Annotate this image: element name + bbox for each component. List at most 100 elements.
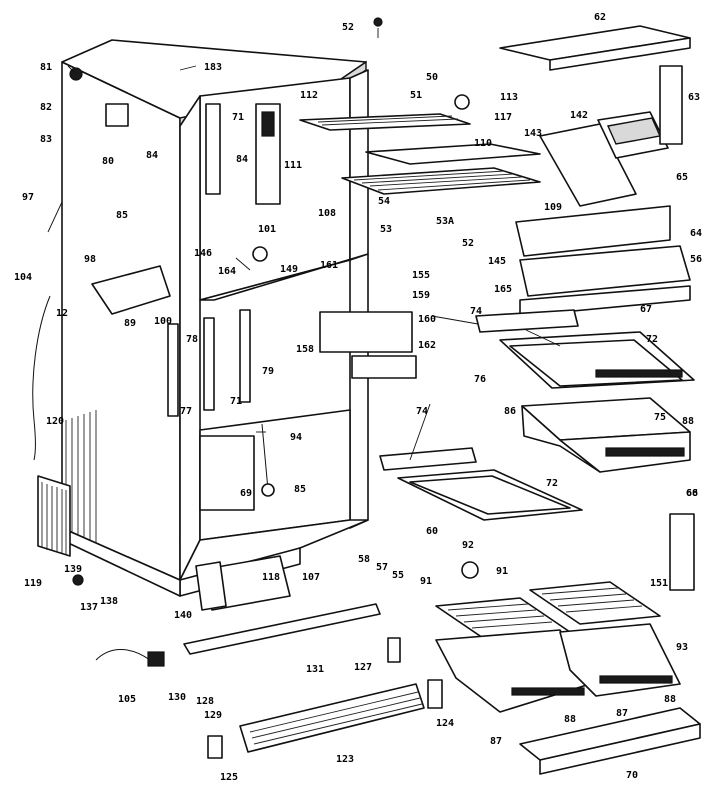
callout-139: 139	[64, 564, 82, 575]
temperature-control-housing	[255, 103, 281, 205]
callout-161: 161	[320, 260, 338, 271]
freezer-shelf-upper	[299, 113, 471, 131]
callout-63: 63	[688, 92, 700, 103]
callout-69: 69	[240, 488, 252, 499]
callout-87b: 87	[616, 708, 628, 719]
crisper-drawer-upper	[521, 397, 691, 473]
callout-82: 82	[40, 102, 52, 113]
glass-shelf-upper	[499, 331, 695, 389]
shelf-trim-74-upper	[475, 309, 579, 333]
top-hinge-cover	[499, 25, 691, 71]
callout-58: 58	[358, 554, 370, 565]
callout-leaders	[47, 28, 561, 461]
small-parts	[69, 17, 479, 759]
callout-75: 75	[654, 412, 666, 423]
callout-155: 155	[412, 270, 430, 281]
callout-100: 100	[154, 316, 172, 327]
callout-12: 12	[56, 308, 68, 319]
callout-98: 98	[84, 254, 96, 265]
callout-56: 56	[690, 254, 702, 265]
callout-72b: 72	[546, 478, 558, 489]
callout-113: 113	[500, 92, 518, 103]
callout-79: 79	[262, 366, 274, 377]
callout-149: 149	[280, 264, 298, 275]
callout-97: 97	[22, 192, 34, 203]
shelf-rails	[167, 103, 251, 417]
rear-grille	[37, 475, 71, 557]
callout-85a: 85	[116, 210, 128, 221]
callout-138: 138	[100, 596, 118, 607]
callout-143: 143	[524, 128, 542, 139]
callout-105: 105	[118, 694, 136, 705]
callout-66: 66	[686, 488, 698, 499]
callout-128: 128	[196, 696, 214, 707]
side-trim-panel	[659, 65, 683, 145]
callout-60: 60	[426, 526, 438, 537]
callout-110: 110	[474, 138, 492, 149]
callout-146: 146	[194, 248, 212, 259]
callout-158: 158	[296, 344, 314, 355]
callout-117: 117	[494, 112, 512, 123]
callout-107: 107	[302, 572, 320, 583]
callout-159: 159	[412, 290, 430, 301]
callout-112: 112	[300, 90, 318, 101]
callout-85b: 85	[294, 484, 306, 495]
callout-62: 62	[594, 12, 606, 23]
callout-71a: 71	[232, 112, 244, 123]
callout-67a: 67	[640, 304, 652, 315]
callout-74b: 74	[416, 406, 428, 417]
callout-94: 94	[290, 432, 302, 443]
callout-164: 164	[218, 266, 236, 277]
callout-124: 124	[436, 718, 454, 729]
freezer-wire-shelf	[341, 143, 541, 195]
callout-92: 92	[462, 540, 474, 551]
callout-84a: 84	[146, 150, 158, 161]
callout-65: 65	[676, 172, 688, 183]
callout-84b: 84	[236, 154, 248, 165]
callout-78: 78	[186, 334, 198, 345]
callout-145: 145	[488, 256, 506, 267]
callout-142: 142	[570, 110, 588, 121]
crisper-cover-shelf-70	[519, 707, 701, 775]
mullion-panel	[669, 513, 695, 591]
callout-91a: 91	[420, 576, 432, 587]
callout-77: 77	[180, 406, 192, 417]
ice-bin	[539, 111, 669, 207]
callout-70: 70	[626, 770, 638, 781]
crisper-drawer-right	[529, 581, 681, 697]
callout-118: 118	[262, 572, 280, 583]
callout-91b: 91	[496, 566, 508, 577]
callout-108: 108	[318, 208, 336, 219]
callout-120: 120	[46, 416, 64, 427]
callout-137: 137	[80, 602, 98, 613]
callout-125: 125	[220, 772, 238, 783]
callout-88c: 88	[664, 694, 676, 705]
callout-151: 151	[650, 578, 668, 589]
lower-bracket-assembly	[199, 423, 275, 511]
callout-123: 123	[336, 754, 354, 765]
callout-88: 88	[682, 416, 694, 427]
callout-101: 101	[258, 224, 276, 235]
callout-76: 76	[474, 374, 486, 385]
callout-131: 131	[306, 664, 324, 675]
callout-labels: 52 62 81 183 50 51 82 112 113 63 71 83 1…	[14, 12, 702, 783]
callout-81: 81	[40, 62, 52, 73]
callout-160: 160	[418, 314, 436, 325]
crisper-drawer-left	[435, 597, 591, 713]
callout-89: 89	[124, 318, 136, 329]
callout-129: 129	[204, 710, 222, 721]
callout-72a: 72	[646, 334, 658, 345]
callout-109: 109	[544, 202, 562, 213]
kick-plate-grille	[239, 683, 425, 753]
callout-50: 50	[426, 72, 438, 83]
callout-74a: 74	[470, 306, 482, 317]
callout-104: 104	[14, 272, 32, 283]
callout-51: 51	[410, 90, 422, 101]
callout-183: 183	[204, 62, 222, 73]
callout-130: 130	[168, 692, 186, 703]
callout-68: 68	[686, 488, 698, 499]
callout-88b: 88	[564, 714, 576, 725]
callout-71b: 71	[230, 396, 242, 407]
callout-53a: 53A	[436, 216, 454, 227]
